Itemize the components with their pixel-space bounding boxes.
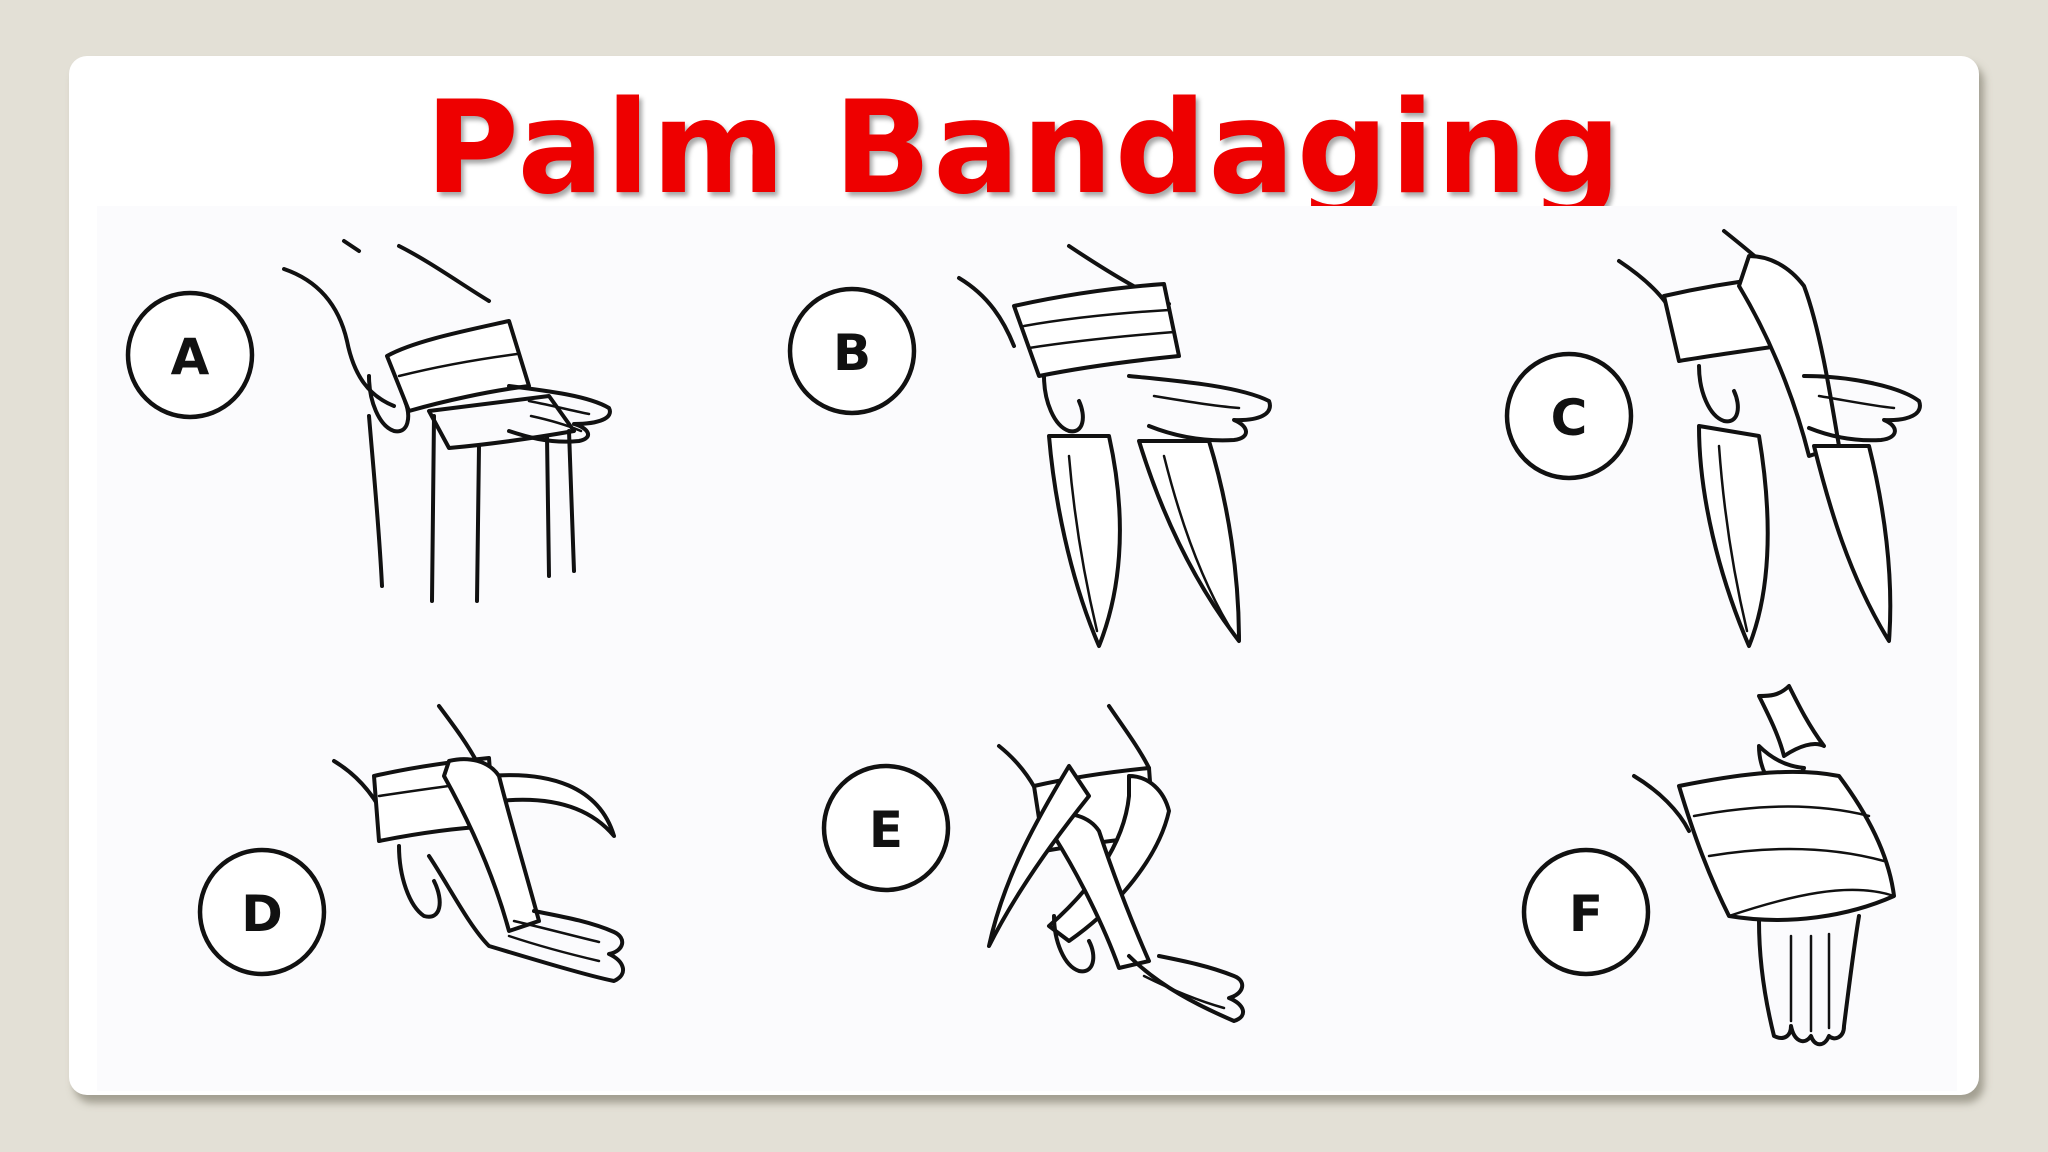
step-f-circle [1521,847,1651,977]
hand-with-bandage-tails-icon [957,244,1272,648]
step-a-label: A [171,328,210,386]
bandaging-steps-figure: A [125,229,1922,1047]
step-c-circle [1504,351,1634,481]
step-d-circle [197,847,327,977]
step-c-label: C [1551,389,1588,447]
step-e-label: E [869,801,903,859]
step-d: D [197,704,625,983]
hand-on-padding-block-icon [282,239,612,603]
slide-card: Palm Bandaging A [69,56,1979,1095]
step-c: C [1504,229,1922,648]
step-a: A [125,239,612,603]
slide-title: Palm Bandaging [425,74,1623,223]
step-f: F [1521,684,1896,1047]
step-f-label: F [1569,885,1603,943]
step-e: E [821,704,1245,1023]
bandage-crossed-over-hand-icon [987,704,1245,1023]
step-b-circle [787,286,917,416]
bandage-tied-at-wrist-icon [1632,684,1896,1047]
step-d-label: D [241,885,283,943]
step-b: B [787,244,1272,648]
bandage-wrapped-back-of-hand-icon [332,704,625,983]
step-b-label: B [833,324,871,382]
step-a-circle [125,290,255,420]
step-e-circle [821,763,951,893]
bandage-crossing-palm-icon [1617,229,1922,648]
